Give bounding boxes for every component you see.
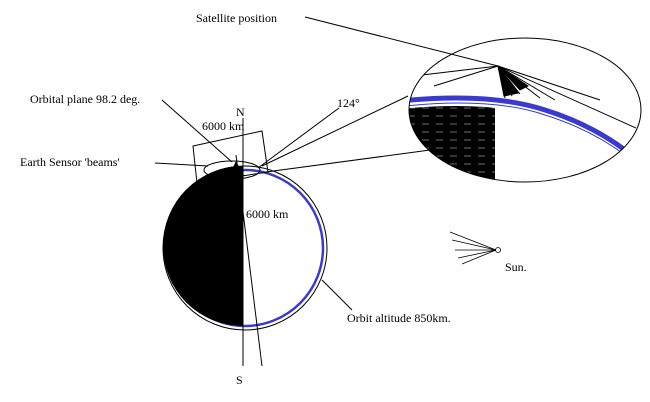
label-orbital-plane: Orbital plane 98.2 deg. <box>30 92 140 106</box>
leader-satellite-position <box>304 16 499 67</box>
label-angle: 124° <box>337 96 360 110</box>
leader-earth-sensor <box>154 162 209 167</box>
zoom-orbit-arc <box>409 95 627 153</box>
label-km-top: 6000 km <box>202 119 245 133</box>
label-orbit-altitude: Orbit altitude 850km. <box>347 311 451 325</box>
earth <box>162 165 328 331</box>
zoom-ellipse-border <box>408 37 642 183</box>
sensor-ellipse <box>203 160 261 180</box>
zoom-connector-top <box>261 95 409 167</box>
leader-orbital-plane <box>161 99 233 163</box>
label-earth-sensor: Earth Sensor 'beams' <box>20 155 120 169</box>
label-sun: Sun. <box>505 260 527 274</box>
leader-angle <box>257 107 340 169</box>
sun-icon <box>495 247 501 253</box>
leader-orbit-altitude <box>321 279 353 311</box>
orbital-plane-line <box>235 154 263 367</box>
zoom-inset <box>408 37 642 183</box>
leader-lines <box>154 16 499 311</box>
earth-night-overlay <box>163 166 243 326</box>
zoom-satellite-beams <box>421 65 637 129</box>
zoom-orbit-arc-inner <box>409 102 626 156</box>
earth-sensor-beams <box>227 160 245 180</box>
sun <box>449 231 501 265</box>
label-south: S <box>236 373 243 387</box>
label-km-side: 6000 km <box>246 207 289 221</box>
orbit-outer-circle <box>162 165 328 331</box>
label-satellite-position: Satellite position <box>196 11 277 25</box>
label-north: N <box>236 105 245 119</box>
zoom-connector-bottom <box>265 149 431 173</box>
